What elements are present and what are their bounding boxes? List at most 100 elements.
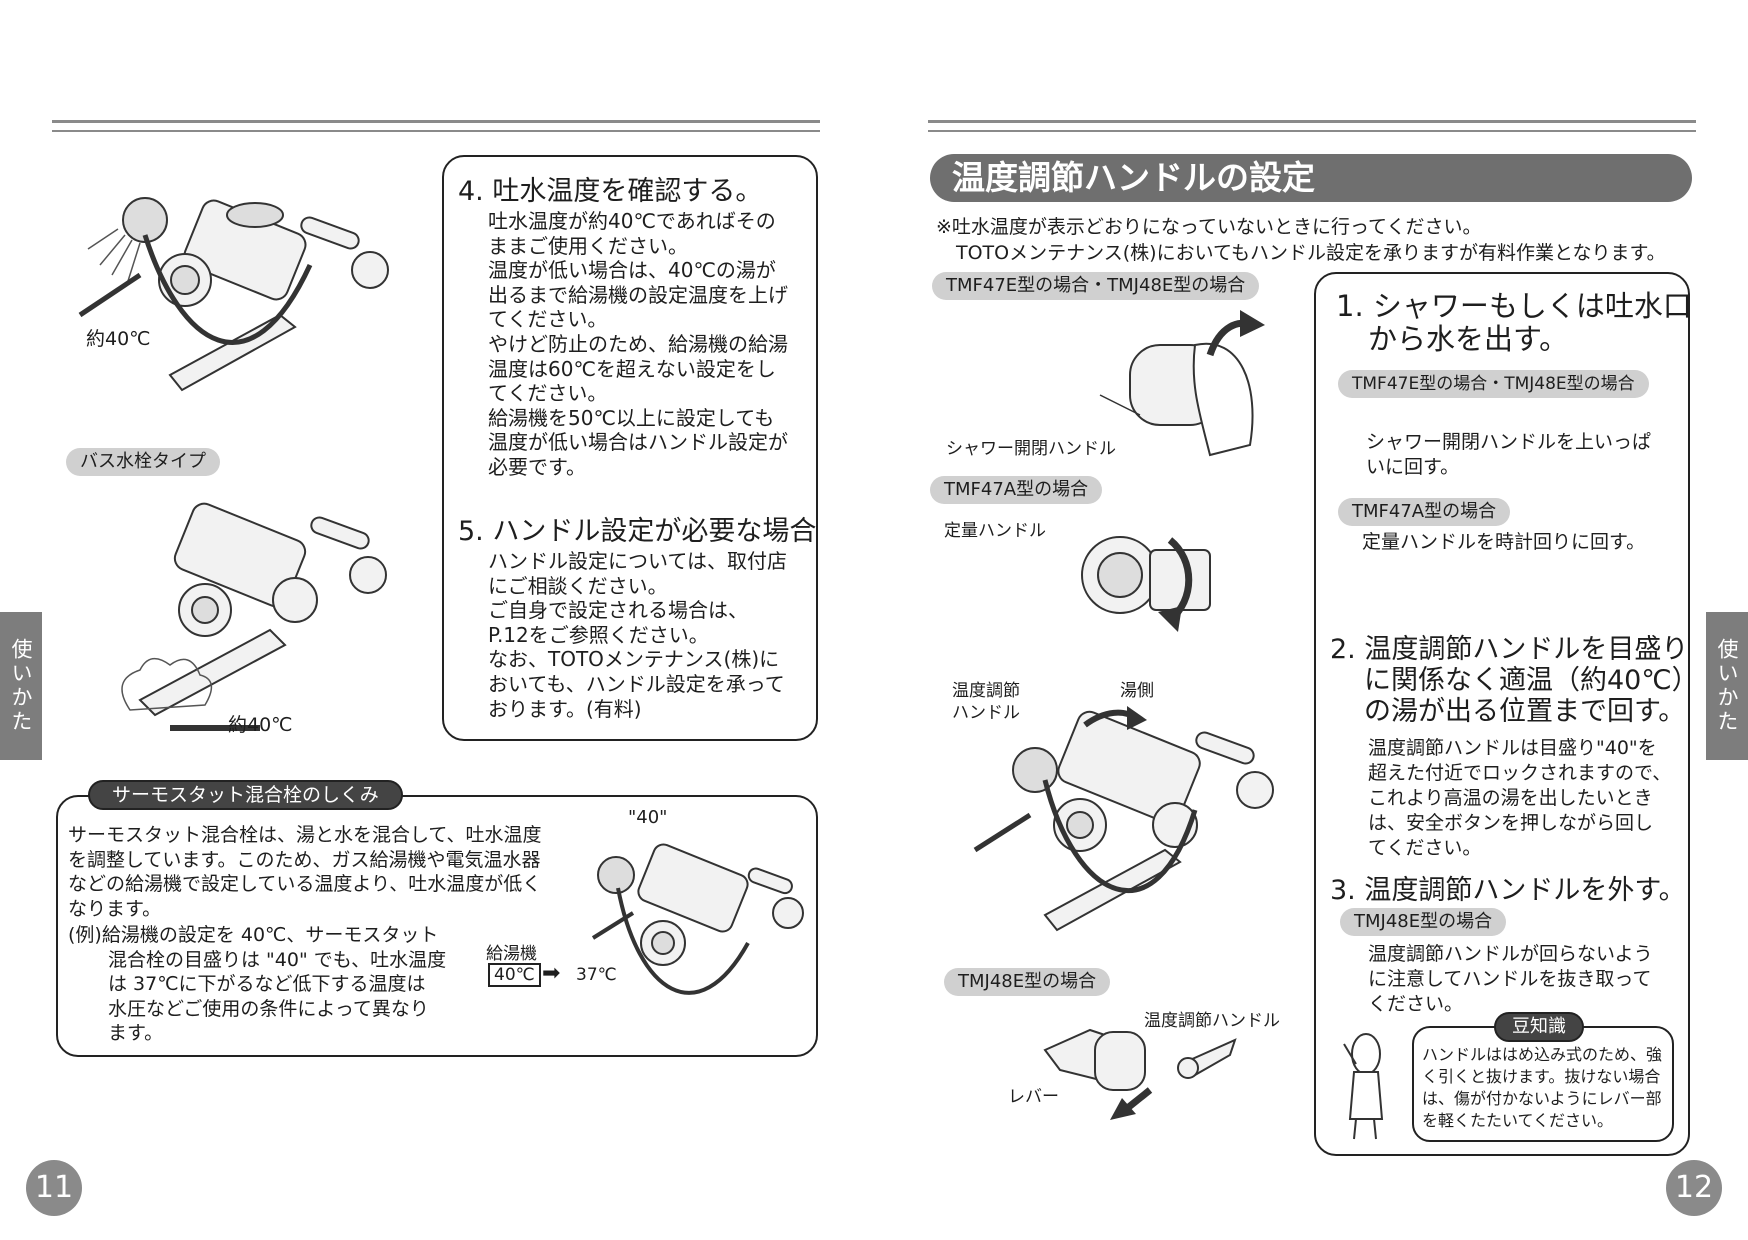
usage-side-tab-right: 使いかた bbox=[1706, 612, 1748, 760]
step5-body: ハンドル設定については、取付店 にご相談ください。 ご自身で設定される場合は、 … bbox=[488, 549, 787, 721]
step1-line: シャワー開閉ハンドルを上いっぱ bbox=[1366, 431, 1652, 453]
step3-title: 3. 温度調節ハンドルを外す。 bbox=[1330, 875, 1686, 906]
step4-line: 必要です。 bbox=[488, 454, 586, 479]
step1-pill-tmf47a: TMF47A型の場合 bbox=[1338, 498, 1511, 526]
thermostat-body: サーモスタット混合栓は、湯と水を混合して、吐水温度 を調整しています。このため、… bbox=[68, 823, 541, 921]
tip-line: を軽くたたいてください。 bbox=[1422, 1111, 1614, 1130]
result-temperature-label: 37℃ bbox=[576, 965, 617, 985]
model-pill-tmj48e: TMJ48E型の場合 bbox=[944, 968, 1111, 996]
model-pill-tmf47e-tmj48e: TMF47E型の場合・TMJ48E型の場合 bbox=[932, 272, 1260, 300]
page-number-left: 11 bbox=[26, 1160, 82, 1216]
step1-title-line: 1. シャワーもしくは吐水口 bbox=[1336, 289, 1692, 323]
step1-line: いに回す。 bbox=[1366, 456, 1460, 478]
temperature-label-bottom: 約40℃ bbox=[228, 714, 293, 736]
handle-removal-illustration bbox=[1043, 1028, 1237, 1120]
check-temperature-box: 4. 吐水温度を確認する。 吐水温度が約40℃であればその ままご使用ください。… bbox=[442, 155, 818, 741]
temp-handle-label-line2: ハンドル bbox=[952, 703, 1020, 723]
example-line: は 37℃に下がるなど低下する温度は bbox=[108, 973, 426, 995]
heater-setting-box: 40℃ bbox=[488, 963, 541, 987]
step3-pill-tmj48e: TMJ48E型の場合 bbox=[1340, 908, 1507, 936]
tip-line: く引くと抜けます。抜けない場合 bbox=[1422, 1067, 1661, 1086]
hot-side-label: 湯側 bbox=[1120, 681, 1154, 701]
model-pill-tmf47a: TMF47A型の場合 bbox=[930, 476, 1103, 504]
temperature-handle-illustration bbox=[973, 706, 1274, 932]
instructions-box: 1. シャワーもしくは吐水口 から水を出す。 TMF47E型の場合・TMJ48E… bbox=[1314, 272, 1699, 1156]
step5-line: にご相談ください。 bbox=[488, 573, 668, 598]
note-line-2: TOTOメンテナンス(株)においてもハンドル設定を承りますが有料作業となります。 bbox=[956, 242, 1666, 264]
step5-line: P.12をご参照ください。 bbox=[488, 622, 709, 647]
step4-body: 吐水温度が約40℃であればその ままご使用ください。 温度が低い場合は、40℃の… bbox=[488, 209, 788, 480]
page-number-right: 12 bbox=[1666, 1160, 1722, 1216]
faucet-illustration-top bbox=[78, 197, 389, 392]
usage-side-tab-left: 使いかた bbox=[0, 612, 42, 760]
step2-title: 2. 温度調節ハンドルを目盛り に関係なく適温（約40℃） の湯が出る位置まで回… bbox=[1330, 634, 1699, 727]
tip-text: ハンドルははめ込み式のため、強 く引くと抜けます。抜けない場合 は、傷が付かない… bbox=[1422, 1044, 1662, 1132]
fixed-handle-label: 定量ハンドル bbox=[944, 521, 1046, 541]
thermostat-line: などの給湯機で設定している温度より、吐水温度が低く bbox=[68, 873, 542, 895]
step1-pill-tmf47e-tmj48e: TMF47E型の場合・TMJ48E型の場合 bbox=[1338, 370, 1649, 398]
thermostat-line: を調整しています。このため、ガス給湯機や電気温水器 bbox=[68, 848, 541, 871]
temp-handle-label-line1: 温度調節 bbox=[952, 681, 1020, 701]
step1-title-line: から水を出す。 bbox=[1368, 322, 1569, 356]
note-line-1: ※吐水温度が表示どおりになっていないときに行ってください。 bbox=[936, 216, 1482, 238]
step5-line: おります。(有料) bbox=[488, 696, 642, 721]
step4-line: てください。 bbox=[488, 381, 608, 406]
dial-mark-label: "40" bbox=[628, 807, 668, 828]
water-heater-label: 給湯機 bbox=[486, 944, 537, 964]
tip-line: は、傷が付かないようにレバー部 bbox=[1422, 1089, 1662, 1108]
thermostat-example: (例)給湯機の設定を 40℃、サーモスタット 混合栓の目盛りは "40" でも、… bbox=[68, 923, 446, 1046]
faucet-illustration-bath bbox=[121, 502, 387, 731]
header-rule-top bbox=[52, 120, 820, 123]
tip-box: ハンドルははめ込み式のため、強 く引くと抜けます。抜けない場合 は、傷が付かない… bbox=[1412, 1026, 1674, 1142]
header-rule-bottom bbox=[52, 130, 820, 132]
step5-line: おいても、ハンドル設定を承って bbox=[488, 671, 785, 696]
step4-line: 吐水温度が約40℃であればその bbox=[488, 209, 776, 233]
step4-title: 4. 吐水温度を確認する。 bbox=[458, 176, 763, 207]
tip-line: ハンドルははめ込み式のため、強 bbox=[1422, 1045, 1663, 1064]
step4-line: 温度は60℃を超えない設定をし bbox=[488, 356, 776, 381]
faucet-illustration-thermostat bbox=[591, 843, 804, 995]
step4-line: てください。 bbox=[488, 307, 608, 332]
example-line: (例)給湯機の設定を 40℃、サーモスタット bbox=[68, 924, 439, 946]
step2-line: てください。 bbox=[1368, 837, 1482, 859]
page-title: 温度調節ハンドルの設定 bbox=[930, 154, 1692, 202]
step3-text: 温度調節ハンドルが回らないよう に注意してハンドルを抜き取って ください。 bbox=[1368, 942, 1653, 1017]
shower-handle-label: シャワー開閉ハンドル bbox=[946, 439, 1116, 459]
step2-line: 温度調節ハンドルは目盛り"40"を bbox=[1368, 737, 1657, 759]
shower-handle-illustration bbox=[1099, 310, 1265, 457]
thermostat-line: なります。 bbox=[68, 897, 162, 920]
step3-line: ください。 bbox=[1368, 993, 1464, 1015]
step4-line: 出るまで給湯機の設定温度を上げ bbox=[488, 282, 788, 307]
step3-line: 温度調節ハンドルが回らないよう bbox=[1368, 943, 1653, 965]
fixed-handle-illustration bbox=[1081, 536, 1211, 632]
thermostat-line: サーモスタット混合栓は、湯と水を混合して、吐水温度 bbox=[68, 824, 542, 846]
step5-line: ハンドル設定については、取付店 bbox=[488, 549, 787, 573]
step2-title-line: 2. 温度調節ハンドルを目盛り bbox=[1330, 634, 1689, 665]
step2-text: 温度調節ハンドルは目盛り"40"を 超えた付近でロックされますので、 これより高… bbox=[1368, 736, 1671, 861]
example-line: 混合栓の目盛りは "40" でも、吐水温度 bbox=[108, 948, 447, 971]
step1-text-b: 定量ハンドルを時計回りに回す。 bbox=[1362, 530, 1645, 555]
header-rule-top-right bbox=[928, 120, 1696, 123]
step4-line: 温度が低い場合は、40℃の湯が bbox=[488, 258, 776, 283]
step4-line: ままご使用ください。 bbox=[488, 233, 688, 258]
example-line: ます。 bbox=[108, 1022, 164, 1044]
step4-line: 給湯機を50℃以上に設定しても bbox=[488, 405, 775, 430]
header-rule-bottom-right bbox=[928, 130, 1696, 132]
temperature-label-top: 約40℃ bbox=[86, 328, 151, 350]
step3-line: に注意してハンドルを抜き取って bbox=[1368, 968, 1652, 990]
arrow-right-icon: ➡ bbox=[542, 961, 561, 986]
step5-line: なお、TOTOメンテナンス(株)に bbox=[488, 647, 780, 672]
step2-title-line: に関係なく適温（約40℃） bbox=[1364, 665, 1699, 696]
step2-line: は、安全ボタンを押しながら回し bbox=[1368, 812, 1654, 834]
step1-line: 定量ハンドルを時計回りに回す。 bbox=[1362, 531, 1646, 553]
lever-label: レバー bbox=[1008, 1087, 1059, 1107]
step1-title: 1. シャワーもしくは吐水口 から水を出す。 bbox=[1336, 290, 1692, 356]
temp-handle-label-tmj48e: 温度調節ハンドル bbox=[1144, 1011, 1280, 1031]
example-line: 水圧などご使用の条件によって異なり bbox=[108, 997, 429, 1020]
mascot-illustration bbox=[1343, 1033, 1384, 1140]
step1-text-a: シャワー開閉ハンドルを上いっぱ いに回す。 bbox=[1366, 430, 1651, 480]
step2-line: これより高温の湯を出したいとき bbox=[1368, 787, 1653, 809]
step2-title-line: の湯が出る位置まで回す。 bbox=[1364, 696, 1686, 727]
bath-type-pill: バス水栓タイプ bbox=[66, 448, 220, 476]
step4-line: 温度が低い場合はハンドル設定が bbox=[488, 430, 788, 455]
